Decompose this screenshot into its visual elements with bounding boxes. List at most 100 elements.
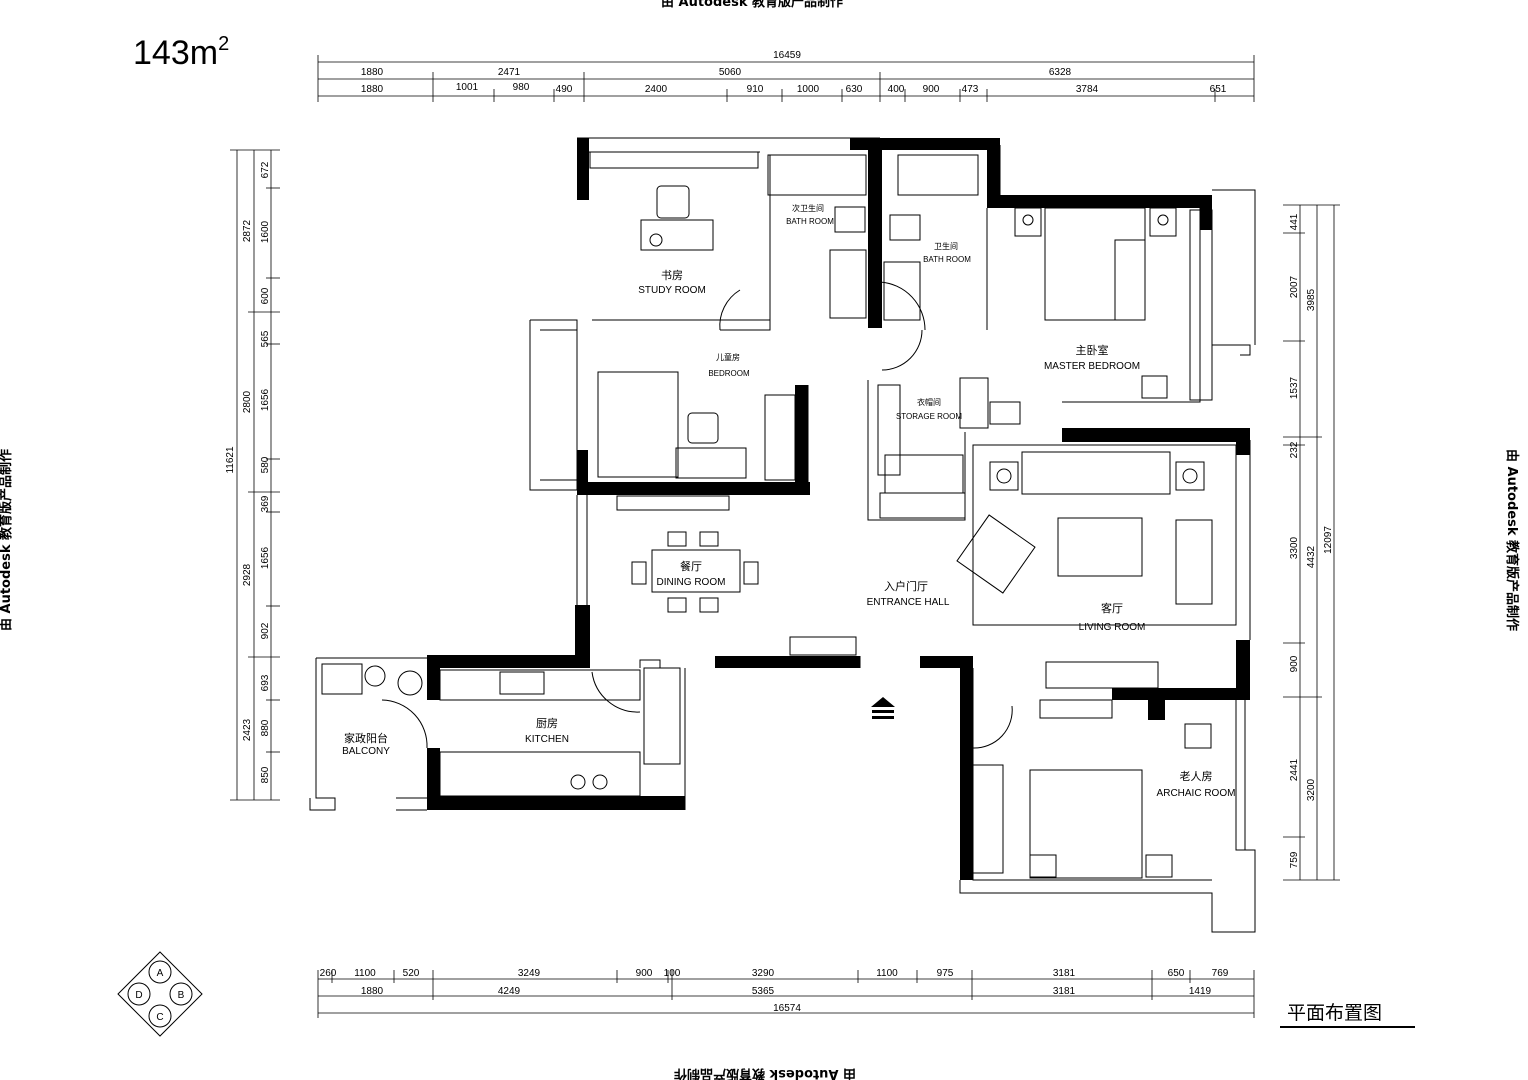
- dim-bottom-total: 16574: [773, 1003, 801, 1014]
- furniture: [321, 151, 1237, 879]
- study-chair: [656, 185, 690, 219]
- dim-label: 5060: [719, 67, 742, 78]
- storage-rack: [877, 384, 901, 476]
- dim-left-total: 11621: [225, 446, 236, 474]
- dim-label: 100: [664, 968, 681, 979]
- room-balcony-en: BALCONY: [342, 746, 390, 757]
- dim-label: 850: [260, 766, 271, 783]
- left-dimensions: 11621 2872 2800 2928 2423 672 1600 600 5…: [225, 149, 280, 801]
- shoe-cabinet: [789, 636, 857, 656]
- room-study-cn: 书房: [661, 269, 683, 282]
- dim-label: 1100: [876, 968, 898, 979]
- walls: [427, 138, 1250, 880]
- room-labels: 书房 STUDY ROOM 次卫生间 BATH ROOM 卫生间 BATH RO…: [342, 203, 1235, 799]
- bathtub-2: [767, 154, 867, 196]
- right-dimensions: 441 2007 1537 232 3300 900 2441 759 3985…: [1283, 204, 1340, 881]
- dim-label: 902: [260, 622, 271, 639]
- room-bath1-cn: 卫生间: [934, 241, 958, 251]
- master-wardrobe: [1189, 209, 1213, 401]
- dim-label: 1001: [456, 82, 479, 93]
- child-wardrobe: [764, 394, 796, 481]
- tall-cabinet: [643, 667, 681, 765]
- room-study-en: STUDY ROOM: [638, 285, 706, 296]
- dim-label: 369: [260, 495, 271, 512]
- dim-label: 1880: [361, 986, 384, 997]
- dim-label: 2928: [242, 563, 253, 586]
- elder-wardrobe: [972, 764, 1004, 874]
- drawing-title: 平面布置图: [1287, 1002, 1382, 1024]
- dim-label: 1100: [354, 968, 376, 979]
- compass-b: B: [178, 990, 185, 1001]
- dim-label: 232: [1289, 441, 1300, 458]
- coffee-table: [1057, 517, 1143, 577]
- dim-label: 1656: [260, 546, 271, 569]
- compass-d: D: [135, 990, 142, 1001]
- dim-label: 1537: [1289, 376, 1300, 399]
- dim-label: 580: [260, 456, 271, 473]
- dim-label: 1880: [361, 67, 384, 78]
- entrance-arrow-icon: [871, 697, 895, 719]
- dim-label: 1000: [797, 84, 820, 95]
- dim-label: 1419: [1189, 986, 1212, 997]
- dim-label: 473: [962, 84, 979, 95]
- dim-label: 3200: [1306, 778, 1317, 801]
- dim-label: 900: [1289, 655, 1300, 672]
- dim-label: 769: [1212, 968, 1229, 979]
- watermark-bottom: 由 Autodesk 教育版产品制作: [674, 1066, 856, 1080]
- dim-top-total: 16459: [773, 50, 801, 61]
- dim-label: 980: [513, 82, 530, 93]
- dim-right-total: 12097: [1323, 526, 1334, 554]
- kitchen-counter-top: [439, 669, 641, 701]
- dim-label: 2007: [1289, 275, 1300, 298]
- tv-cabinet: [1045, 661, 1159, 689]
- room-dining-en: DINING ROOM: [657, 577, 726, 588]
- dim-label: 565: [260, 330, 271, 347]
- room-archaic-cn: 老人房: [1180, 770, 1213, 783]
- dim-label: 5365: [752, 986, 775, 997]
- dim-label: 600: [260, 287, 271, 304]
- room-entrance-cn: 入户门厅: [884, 579, 928, 593]
- vanity-2: [829, 249, 867, 319]
- dim-label: 1880: [361, 84, 384, 95]
- dining-table: [651, 549, 741, 593]
- dim-label: 3300: [1289, 536, 1300, 559]
- dim-label: 3249: [518, 968, 541, 979]
- dim-label: 6328: [1049, 67, 1072, 78]
- dim-label: 3784: [1076, 84, 1099, 95]
- compass-c: C: [156, 1012, 163, 1023]
- dim-label: 3181: [1053, 986, 1076, 997]
- dim-label: 2400: [645, 84, 668, 95]
- thin-walls: [309, 137, 1256, 933]
- room-living-cn: 客厅: [1101, 601, 1123, 615]
- dim-label: 630: [846, 84, 863, 95]
- kitchen-counter-bottom: [439, 751, 641, 797]
- room-child-cn: 儿童房: [716, 352, 740, 362]
- dim-label: 651: [1210, 84, 1227, 95]
- compass-icon: A B C D: [117, 951, 203, 1037]
- dim-label: 400: [888, 84, 905, 95]
- room-bath2-cn: 次卫生间: [792, 203, 824, 213]
- dim-label: 1600: [260, 220, 271, 243]
- dim-label: 4432: [1306, 545, 1317, 568]
- bottom-dimensions: 260 1100 520 3249 900 100 3290 1100 975 …: [317, 968, 1255, 1018]
- room-child-en: BEDROOM: [708, 369, 750, 378]
- dim-label: 975: [937, 968, 954, 979]
- watermark-left: 由 Autodesk 教育版产品制作: [0, 449, 14, 631]
- dim-label: 3181: [1053, 968, 1076, 979]
- dim-label: 880: [260, 719, 271, 736]
- room-kitchen-cn: 厨房: [536, 717, 558, 730]
- room-balcony-cn: 家政阳台: [344, 731, 388, 745]
- sofa: [1021, 451, 1171, 495]
- dim-label: 759: [1289, 851, 1300, 868]
- room-bath2-en: BATH ROOM: [786, 217, 834, 226]
- dim-label: 693: [260, 674, 271, 691]
- dim-label: 2800: [242, 390, 253, 413]
- top-dimensions: 16459 1880 2471 5060 6328 1880 1001 980 …: [317, 50, 1255, 102]
- compass-a: A: [157, 968, 164, 979]
- room-storage-cn: 衣帽间: [917, 397, 941, 407]
- room-dining-cn: 餐厅: [680, 559, 702, 573]
- dim-label: 2423: [242, 718, 253, 741]
- room-storage-en: STORAGE ROOM: [896, 412, 962, 421]
- dim-label: 260: [320, 968, 337, 979]
